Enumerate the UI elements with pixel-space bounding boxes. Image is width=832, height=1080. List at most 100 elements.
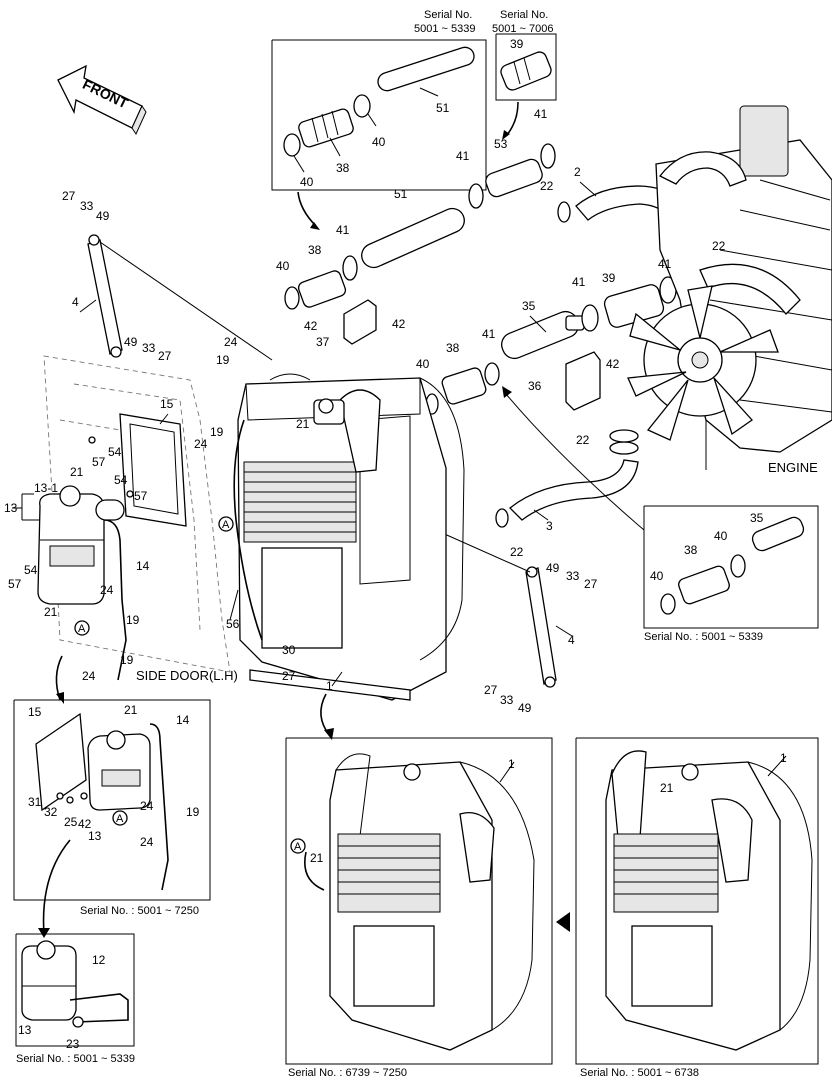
inset-radiator-right: Serial No. : 5001 ~ 6738	[575, 737, 819, 1079]
inset-top-hose-39: Serial No. 5001 ~ 7006	[492, 9, 557, 101]
callout: 57	[134, 489, 148, 503]
callout: 41	[658, 257, 672, 271]
callout: 51	[394, 187, 408, 201]
ref-marker-a-5: A	[294, 841, 302, 853]
callout: 31	[28, 795, 42, 809]
callout: 12	[92, 953, 106, 967]
pointer-to-right-inset	[505, 393, 645, 531]
callout: 15	[160, 397, 174, 411]
callout: 41	[336, 223, 350, 237]
callout: 42	[606, 357, 620, 371]
callout: 33	[142, 341, 156, 355]
inset-pointer-b	[505, 101, 519, 137]
callout: 30	[282, 643, 296, 657]
callout: 21	[296, 417, 310, 431]
callout: 42	[304, 319, 318, 333]
callout: 49	[96, 209, 110, 223]
callout: 27	[484, 683, 498, 697]
callout: 41	[572, 275, 586, 289]
callout: 13	[18, 1023, 32, 1037]
stay-rod-upper	[87, 234, 273, 361]
pointer-to-small-inset	[42, 839, 71, 935]
callout: 19	[210, 425, 224, 439]
callout: 35	[522, 299, 536, 313]
engine-label: ENGINE	[768, 460, 818, 475]
callout: 24	[140, 799, 154, 813]
callout: 13-1	[34, 481, 58, 495]
callout: 21	[124, 703, 138, 717]
serial-note-top-b-2: 5001 ~ 7006	[492, 23, 553, 35]
callout: 49	[124, 335, 138, 349]
inset-left-reservoir: Serial No. : 5001 ~ 7250	[13, 699, 211, 917]
callout: 56	[226, 617, 240, 631]
front-arrow: FRONT	[57, 64, 147, 136]
serial-note-top-b-1: Serial No.	[500, 9, 548, 21]
reference-markers: A A A A A	[40, 516, 306, 1008]
callout: 21	[660, 781, 674, 795]
callout: 19	[216, 353, 230, 367]
serial-note-top-a-2: 5001 ~ 5339	[414, 23, 475, 35]
callout: 1	[780, 751, 787, 765]
serial-note-left-inset: Serial No. : 5001 ~ 7250	[80, 905, 199, 917]
inset-top-hoses: Serial No. 5001 ~ 5339	[271, 9, 487, 191]
inset-pointer-a	[297, 191, 317, 227]
callout: 22	[576, 433, 590, 447]
callout: 38	[308, 243, 322, 257]
ref-marker-a-1: A	[78, 623, 86, 635]
callout: 39	[602, 271, 616, 285]
callout: 22	[510, 545, 524, 559]
callout: 39	[510, 37, 524, 51]
callout: 2	[574, 165, 581, 179]
callout: 24	[100, 583, 114, 597]
callout: 36	[528, 379, 542, 393]
callout: 22	[712, 239, 726, 253]
radiator-main	[233, 373, 465, 701]
callout: 33	[80, 199, 94, 213]
callout: 19	[120, 653, 134, 667]
callout: 13	[4, 501, 18, 515]
callout: 21	[70, 465, 84, 479]
reservoir-tank	[37, 413, 187, 681]
callout: 27	[584, 577, 598, 591]
upper-hose-assembly	[284, 143, 697, 528]
callout: 23	[66, 1037, 80, 1051]
callout: 57	[8, 577, 22, 591]
engine: ENGINE	[627, 105, 832, 475]
callout: 21	[44, 605, 58, 619]
callout: 54	[108, 445, 122, 459]
callout: 13	[88, 829, 102, 843]
callout: 40	[300, 175, 314, 189]
callout: 21	[310, 851, 324, 865]
callout: 57	[92, 455, 106, 469]
callout: 35	[750, 511, 764, 525]
callout: 40	[372, 135, 386, 149]
callout: 40	[714, 529, 728, 543]
callout: 14	[136, 559, 150, 573]
serial-note-rad-right: Serial No. : 5001 ~ 6738	[580, 1067, 699, 1079]
callout: 27	[282, 669, 296, 683]
callout: 1	[326, 679, 333, 693]
callout: 1	[508, 757, 515, 771]
callout: 24	[140, 835, 154, 849]
callout: 32	[44, 805, 58, 819]
callout: 15	[28, 705, 42, 719]
callout: 38	[336, 161, 350, 175]
callout: 41	[534, 107, 548, 121]
callout: 51	[436, 101, 450, 115]
callout: 24	[82, 669, 96, 683]
serial-note-top-a-1: Serial No.	[424, 9, 472, 21]
callout: 4	[568, 633, 575, 647]
callout: 25	[64, 815, 78, 829]
callout: 19	[126, 613, 140, 627]
callout: 37	[316, 335, 330, 349]
serial-note-right-inset: Serial No. : 5001 ~ 5339	[644, 631, 763, 643]
inset-right-hoses: Serial No. : 5001 ~ 5339	[643, 505, 819, 643]
ref-marker-a-2: A	[222, 519, 230, 531]
arrow-between-insets	[556, 912, 570, 932]
callout: 38	[446, 341, 460, 355]
callout: 41	[456, 149, 470, 163]
callout: 33	[566, 569, 580, 583]
stay-rod-lower	[439, 531, 557, 688]
callout: 49	[518, 701, 532, 715]
callout: 24	[194, 437, 208, 451]
